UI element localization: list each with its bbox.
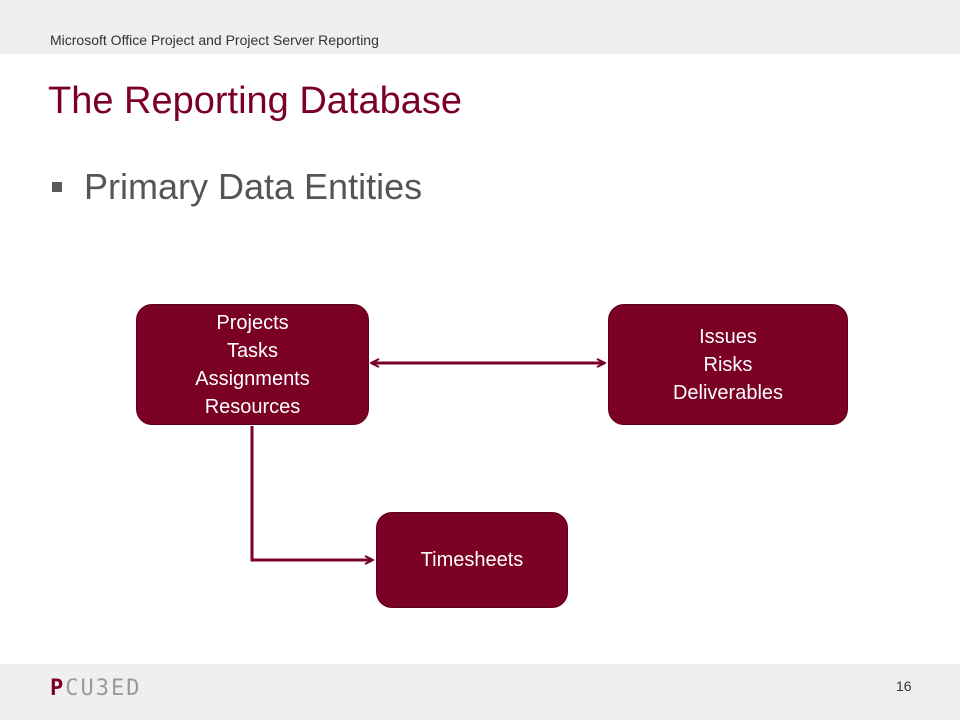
pcubed-logo: PCU3ED [50, 676, 141, 701]
header-text: Microsoft Office Project and Project Ser… [50, 32, 379, 48]
deliverables-label: Deliverables [672, 381, 784, 404]
bullet-item: Primary Data Entities [52, 166, 422, 208]
bullet-text: Primary Data Entities [84, 166, 423, 207]
page-number: 16 [896, 678, 912, 694]
timesheets-entity-box: Timesheets [376, 512, 568, 608]
logo-rest: CU3ED [65, 676, 142, 701]
projects-entity-box: Projects Tasks Assignments Resources [136, 304, 369, 425]
slide-title: The Reporting Database [48, 80, 463, 122]
square-bullet-icon [52, 182, 62, 192]
issues-label: Issues [699, 325, 757, 348]
risks-label: Risks [703, 353, 753, 376]
connector-projects-timesheets [250, 426, 372, 560]
assignments-label: Assignments [195, 367, 310, 390]
footer-band [0, 664, 960, 720]
tasks-label: Tasks [226, 339, 279, 362]
timesheets-label: Timesheets [420, 549, 524, 571]
projects-label: Projects [216, 311, 289, 334]
header-band [0, 0, 960, 54]
logo-p-letter: P [50, 676, 66, 701]
issues-entity-box: Issues Risks Deliverables [608, 304, 848, 425]
resources-label: Resources [204, 395, 301, 418]
